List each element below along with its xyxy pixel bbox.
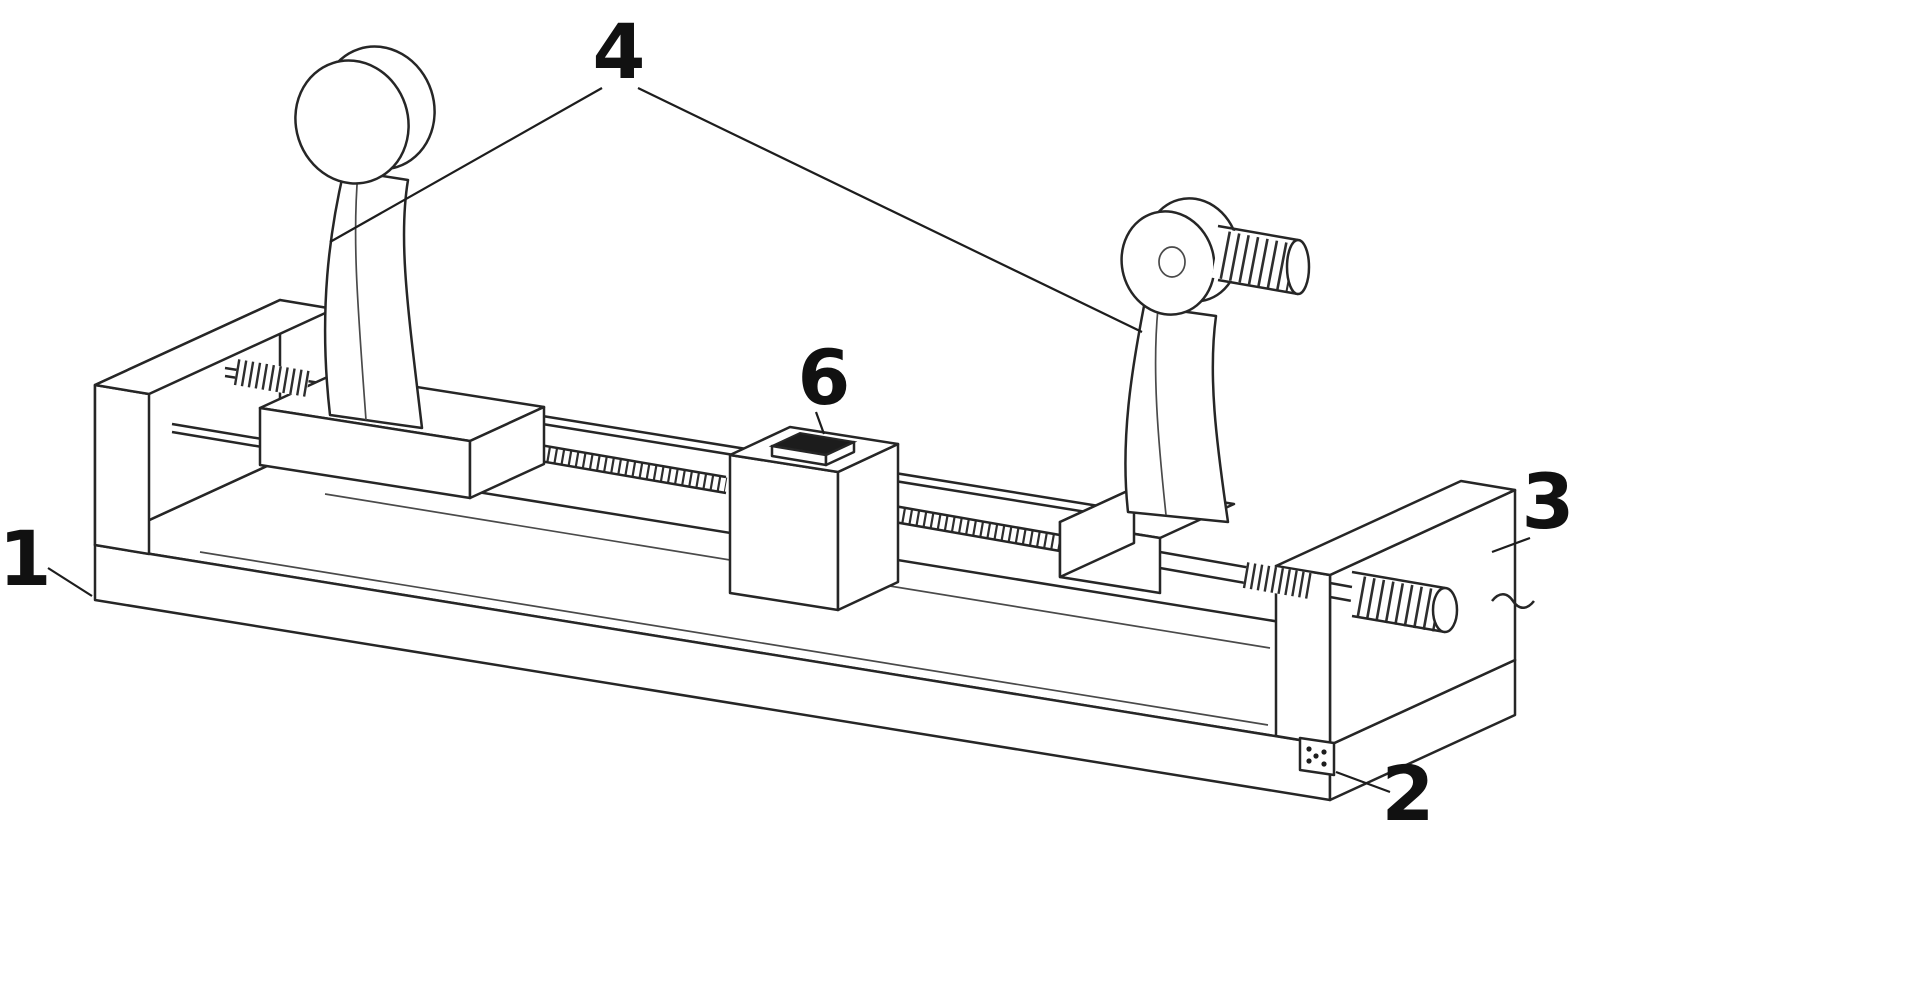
right-end-plate-top-face bbox=[1274, 479, 1517, 577]
right-bearing-stand bbox=[1120, 197, 1311, 524]
callout-1: 1 bbox=[0, 514, 51, 603]
right-stand-arm-edge bbox=[1154, 307, 1167, 516]
callout-labels: 1 2 3 4 6 bbox=[0, 7, 1574, 838]
right-pedestal-left-face bbox=[1058, 486, 1136, 579]
left-stand-arm bbox=[323, 168, 424, 430]
stand-handle-knurl bbox=[1219, 231, 1297, 292]
left-bearing-stand bbox=[294, 45, 436, 430]
knob-end-cap bbox=[1431, 586, 1459, 634]
left-end-plate-front-face bbox=[93, 383, 151, 556]
leader-4-right bbox=[637, 87, 1143, 333]
bolt-hole bbox=[1321, 749, 1327, 755]
bolt-hole bbox=[1306, 746, 1312, 752]
lower-left-rod bbox=[171, 422, 269, 450]
knob-knurl bbox=[1356, 576, 1442, 632]
end-crank-knob bbox=[1329, 570, 1535, 634]
leader-6 bbox=[814, 411, 826, 435]
base-inner-lip-front bbox=[199, 551, 1269, 726]
left-end-plate bbox=[93, 298, 336, 556]
bolt-hole bbox=[1313, 753, 1319, 759]
leader-3 bbox=[1491, 536, 1531, 554]
left-stand-disc-front bbox=[294, 59, 410, 185]
leader-1 bbox=[47, 567, 93, 597]
left-stand-arm-edge bbox=[354, 171, 367, 421]
right-stand-arm bbox=[1124, 304, 1230, 524]
bolt-hole bbox=[1306, 758, 1312, 764]
stand-handle-end-cap bbox=[1285, 238, 1311, 296]
knob-stub bbox=[1329, 581, 1353, 603]
bolt-plate bbox=[1298, 736, 1336, 777]
callout-3: 3 bbox=[1522, 457, 1575, 546]
bolt-hole bbox=[1321, 761, 1327, 767]
callout-leaders bbox=[47, 87, 1531, 794]
left-spring bbox=[233, 359, 311, 397]
right-stand-hub-front bbox=[1120, 210, 1216, 316]
springs bbox=[233, 359, 1313, 599]
wire-squiggle bbox=[1491, 593, 1535, 609]
knob-outline bbox=[1351, 570, 1446, 634]
slider-front-face bbox=[728, 453, 840, 612]
right-stand-shaft-end bbox=[1158, 246, 1186, 278]
left-pedestal-right-face bbox=[468, 405, 546, 500]
right-spring-under bbox=[1242, 562, 1313, 599]
stand-handle-outline bbox=[1217, 224, 1299, 296]
leader-4-left bbox=[329, 87, 603, 243]
callout-4: 4 bbox=[593, 7, 646, 96]
sensor-chip bbox=[768, 431, 858, 467]
callout-2: 2 bbox=[1382, 749, 1435, 838]
callout-6: 6 bbox=[798, 333, 851, 422]
leader-2 bbox=[1335, 770, 1391, 794]
chip-right-face bbox=[824, 440, 856, 467]
slider-block bbox=[728, 425, 900, 612]
